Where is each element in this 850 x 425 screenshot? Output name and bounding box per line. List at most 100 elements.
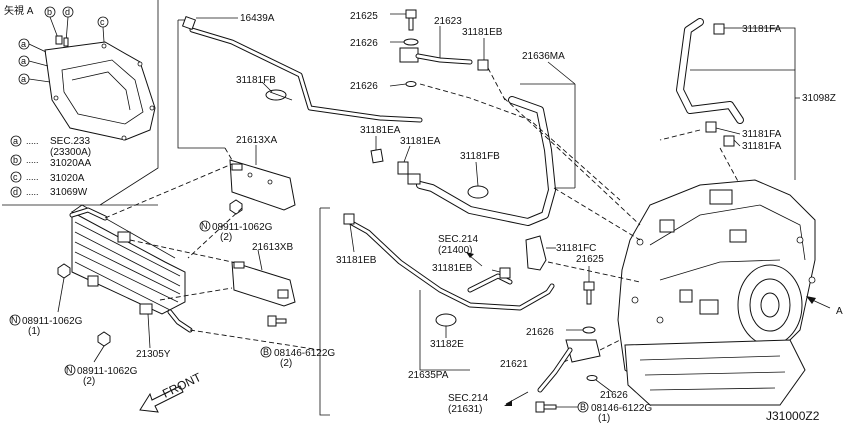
- legend-d-badge: [10, 186, 22, 198]
- clamp-31181EA-left: [370, 136, 384, 164]
- label-21621: 21621: [500, 359, 528, 370]
- legend-b-text: 31020AA: [50, 158, 91, 169]
- legend-c-text: 31020A: [50, 173, 85, 184]
- front-arrow-icon: [139, 385, 184, 413]
- clamp-31181FA-top: [713, 23, 725, 35]
- view-a-title: 矢視 A: [4, 4, 34, 17]
- label-31181FA-bot: 31181FA: [742, 141, 782, 152]
- bracket-31181FC: [525, 235, 556, 271]
- frame-21635PA: [419, 290, 470, 371]
- nut-symbol-icon: [9, 314, 21, 326]
- cooler-mount: [87, 275, 99, 287]
- callout-b-letter: b: [47, 7, 52, 17]
- arrow-icon: [466, 252, 474, 258]
- frame-21636MA: [520, 83, 575, 189]
- label-21305Y: 21305Y: [136, 349, 171, 360]
- bracket-stud: [231, 163, 243, 171]
- label-31181EA-right: 31181EA: [400, 136, 441, 147]
- dashed-connections-right: [419, 83, 641, 283]
- label-nut-cooler-bottom: 08911-1062G: [77, 366, 138, 377]
- label-21636MA: 21636MA: [522, 51, 565, 62]
- transaxle-housing-outline: [44, 41, 156, 141]
- legend-a-badge: [10, 135, 22, 147]
- cooler-mount-low: [139, 303, 153, 315]
- label-nut-bracket-qty: (2): [220, 232, 232, 243]
- label-sec214-upper-sub: (21400): [438, 245, 472, 256]
- callout-d-letter: d: [65, 7, 70, 17]
- legend-d-key: d: [13, 187, 18, 197]
- label-21623: 21623: [434, 16, 462, 27]
- nut-symbol-letter: N: [11, 315, 18, 325]
- label-nut-cooler-bottom-qty: (2): [83, 376, 95, 387]
- label-31181EB-lower: 31181EB: [336, 255, 377, 266]
- callout-a-letter: a: [21, 39, 26, 49]
- nut-symbol-icon: [199, 220, 211, 232]
- legend-b-badge: [10, 154, 22, 166]
- clamp-31181EB-right: [491, 267, 511, 279]
- clamp-16439A: [181, 15, 197, 31]
- bolt-lower: [535, 401, 578, 413]
- nut-cooler-left: [57, 263, 71, 313]
- callout-leaders: [28, 16, 105, 83]
- legend-a-dots: .....: [26, 136, 39, 146]
- label-21613XA: 21613XA: [236, 135, 277, 146]
- label-bolt-lower: 08146-6122G: [591, 403, 652, 414]
- nut-symbol-letter: N: [66, 365, 73, 375]
- clamp-31181EB-top: [477, 38, 506, 101]
- legend-c-dots: .....: [26, 172, 39, 182]
- label-31181FB-mid: 31181FB: [460, 151, 500, 162]
- clamp-31181EA-right: [397, 145, 421, 185]
- dashed-connections-left: [104, 147, 321, 351]
- hose-31098Z: [659, 18, 744, 186]
- nut-symbol-icon: [64, 364, 76, 376]
- view-a-pin: [63, 37, 69, 47]
- label-21626-lower-a: 21626: [526, 327, 554, 338]
- nut-bracket-upper: [229, 199, 243, 215]
- oil-cooler: [69, 204, 193, 333]
- arrow-icon: [806, 296, 816, 304]
- bracket-21613XA: [229, 145, 296, 211]
- leader-21626-lower-b: [595, 379, 613, 393]
- bolt-symbol-letter: B: [580, 402, 586, 412]
- label-front: FRONT: [160, 370, 204, 401]
- housing-rib: [71, 71, 131, 111]
- legend-b-dots: .....: [26, 155, 39, 165]
- bolt-symbol-icon: [260, 346, 272, 358]
- label-31181FB-upper: 31181FB: [236, 75, 276, 86]
- label-21626-lower-b: 21626: [600, 390, 628, 401]
- label-bolt-lower-qty: (1): [598, 413, 610, 424]
- label-31182E: 31182E: [430, 339, 464, 350]
- clamp-31181EB-lower: [343, 213, 355, 225]
- label-31181EA-left: 31181EA: [360, 125, 401, 136]
- bolt-symbol-icon: [577, 401, 589, 413]
- label-31181FA-top: 31181FA: [742, 24, 782, 35]
- label-31181EB-right: 31181EB: [432, 263, 473, 274]
- label-31181EB-top: 31181EB: [462, 27, 503, 38]
- view-a-sensor: [55, 35, 63, 45]
- frame-31098Z-top: [740, 27, 796, 70]
- label-nut-cooler-left: 08911-1062G: [22, 316, 83, 327]
- label-21613XB: 21613XB: [252, 242, 293, 253]
- label-sec214-upper: SEC.214: [438, 234, 478, 245]
- clip-31182E: [435, 313, 457, 338]
- valve-body-cover: [709, 189, 733, 205]
- arrow-icon: [504, 400, 512, 406]
- label-nut-cooler-left-qty: (1): [28, 326, 40, 337]
- leader-21636MA: [547, 61, 576, 85]
- housing-bolt: [121, 135, 127, 141]
- inset-border: [2, 0, 159, 206]
- clamp-31181FA-mid: [705, 121, 717, 133]
- label-21625-top: 21625: [350, 11, 378, 22]
- legend-d-dots: .....: [26, 187, 39, 197]
- label-21626-mid: 21626: [350, 81, 378, 92]
- label-31098Z: 31098Z: [802, 93, 836, 104]
- nut-cooler-bottom: [93, 331, 111, 363]
- housing-bolt: [149, 105, 155, 111]
- view-a-inset: 矢視 A b d c a a a a ..... SEC.233 (23300A…: [2, 0, 159, 206]
- legend-a-sub: (23300A): [50, 147, 91, 158]
- legend-d-text: 31069W: [50, 187, 88, 198]
- legend-b-key: b: [13, 155, 18, 165]
- diagram-code: J31000Z2: [766, 409, 820, 423]
